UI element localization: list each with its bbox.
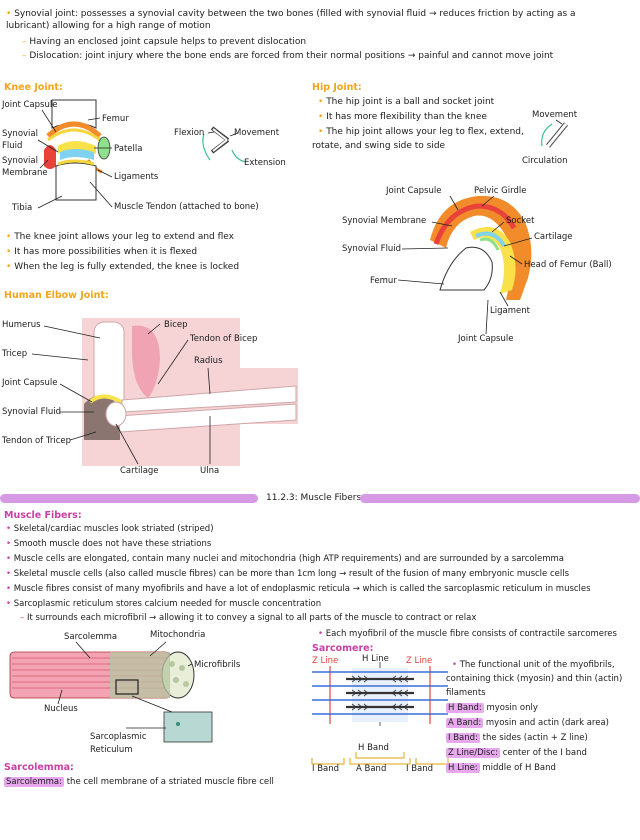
fiber-label-microfibrils: Microfibrils [194, 660, 241, 670]
elbow-label-tendon-tricep: Tendon of Tricep [2, 436, 72, 446]
knee-label-femur: Femur [102, 114, 129, 124]
hip-bullet-2: • It has more flexibility than the knee [318, 112, 487, 122]
fiber-label-sarcolemma: Sarcolemma [64, 632, 118, 642]
elbow-label-capsule: Joint Capsule [2, 378, 58, 388]
hip-bullet-3-cont: rotate, and swing side to side [312, 141, 446, 151]
section-banner-right [360, 494, 640, 503]
hip-label-ligament: Ligament [490, 306, 530, 316]
hip-heading: Hip Joint: [312, 82, 362, 93]
knee-movement-symbol [202, 126, 247, 163]
elbow-label-tricep: Tricep [2, 349, 28, 359]
sarcomere-desc-3: filaments [446, 688, 486, 698]
hip-bullet-1: • The hip joint is a ball and socket joi… [318, 97, 495, 107]
def-zline: Z Line/Disc: center of the I band [446, 748, 587, 758]
elbow-label-humerus: Humerus [2, 320, 41, 330]
hip-label-head: Head of Femur (Ball) [524, 260, 612, 270]
sarcolemma-definition: Sarcolemma: the cell membrane of a stria… [4, 777, 274, 787]
sarcomere-zline-left: Z Line [312, 656, 339, 666]
sarcomere-desc-2: containing thick (myosin) and thin (acti… [446, 674, 623, 684]
knee-bullet-3: • When the leg is fully extended, the kn… [6, 262, 240, 272]
knee-label-tendon: Muscle Tendon (attached to bone) [114, 202, 259, 212]
section-banner-left [0, 494, 258, 503]
extension-label: Extension [244, 158, 286, 168]
hip-circulation-label: Circulation [522, 156, 568, 166]
hip-movement-symbol [541, 119, 568, 148]
elbow-label-fluid: Synovial Fluid [2, 407, 62, 417]
knee-bullet-1: • The knee joint allows your leg to exte… [6, 232, 234, 242]
fibers-sub: – It surrounds each microfibril → allowi… [20, 613, 477, 623]
knee-label-fluid-1: Synovial [2, 129, 38, 139]
hip-label-socket: Socket [506, 216, 535, 226]
sarcomere-iband-left: I Band [312, 764, 340, 774]
elbow-label-radius: Radius [194, 356, 223, 366]
muscle-fiber-diagram [9, 641, 213, 743]
knee-bullet-2: • It has more possibilities when it is f… [6, 247, 198, 257]
def-hline: H Line: middle of H Band [446, 763, 556, 773]
fibers-bullet-6: • Sarcoplasmic reticulum stores calcium … [6, 599, 322, 609]
fibers-bullet-4: • Skeletal muscle cells (also called mus… [6, 569, 570, 579]
myofibril-note: • Each myofibril of the muscle fibre con… [318, 629, 617, 639]
knee-label-tibia: Tibia [12, 203, 33, 213]
hip-bullet-3: • The hip joint allows your leg to flex,… [318, 127, 524, 137]
synovial-sub-1: – Having an enclosed joint capsule helps… [22, 37, 307, 47]
elbow-diagram [31, 318, 298, 466]
hip-diagram [397, 195, 533, 335]
sarcomere-heading: Sarcomere: [312, 643, 374, 654]
synovial-line-1: • Synovial joint: possesses a synovial c… [6, 9, 576, 19]
hip-label-membrane: Synovial Membrane [342, 216, 427, 226]
sarcomere-aband: A Band [356, 764, 387, 774]
sarcolemma-heading: Sarcolemma: [4, 762, 74, 773]
section-title: 11.2.3: Muscle Fibers [266, 493, 362, 503]
knee-label-membrane-1: Synovial [2, 156, 38, 166]
fibers-bullet-3: • Muscle cells are elongated, contain ma… [6, 554, 564, 564]
synovial-sub-2: – Dislocation: joint injury where the bo… [22, 51, 554, 61]
def-aband: A Band: myosin and actin (dark area) [446, 718, 609, 728]
fiber-label-nucleus: Nucleus [44, 704, 78, 714]
sarcomere-desc-1: • The functional unit of the myofibrils, [452, 660, 615, 670]
sarcomere-hline: H Line [362, 654, 389, 664]
knee-label-fluid-2: Fluid [2, 141, 23, 151]
hip-label-femur: Femur [370, 276, 397, 286]
fibers-heading: Muscle Fibers: [4, 510, 82, 521]
def-hband: H Band: myosin only [446, 703, 538, 713]
knee-label-ligaments: Ligaments [114, 172, 159, 182]
knee-label-capsule: Joint Capsule [2, 100, 58, 110]
fibers-bullet-5: • Muscle fibres consist of many myofibri… [6, 584, 591, 594]
synovial-line-2: lubricant) allowing for a high range of … [6, 21, 211, 31]
fibers-bullet-1: • Skeletal/cardiac muscles look striated… [6, 524, 214, 534]
sarcomere-diagram [311, 662, 449, 765]
fiber-label-mitochondria: Mitochondria [150, 630, 206, 640]
knee-diagram [37, 99, 113, 209]
sarcomere-zline-right: Z Line [406, 656, 433, 666]
sarcomere-hband: H Band [358, 743, 389, 753]
def-iband: I Band: the sides (actin + Z line) [446, 733, 588, 743]
hip-label-girdle: Pelvic Girdle [474, 186, 527, 196]
hip-movement-label: Movement [532, 110, 578, 120]
fiber-label-sr-2: Reticulum [90, 745, 133, 755]
sarcomere-iband-right: I Band [406, 764, 434, 774]
hip-label-cartilage: Cartilage [534, 232, 573, 242]
fibers-bullet-2: • Smooth muscle does not have these stri… [6, 539, 212, 549]
elbow-label-ulna: Ulna [200, 466, 220, 476]
fiber-label-sr-1: Sarcoplasmic [90, 732, 147, 742]
hip-label-fluid: Synovial Fluid [342, 244, 402, 254]
flexion-label: Flexion [174, 128, 205, 138]
elbow-label-cartilage: Cartilage [120, 466, 159, 476]
knee-label-membrane-2: Membrane [2, 168, 48, 178]
hip-label-capsule: Joint Capsule [386, 186, 442, 196]
knee-label-patella: Patella [114, 144, 143, 154]
elbow-heading: Human Elbow Joint: [4, 290, 109, 301]
movement-label: Movement [234, 128, 280, 138]
hip-label-capsule-2: Joint Capsule [458, 334, 514, 344]
elbow-label-tendon-bicep: Tendon of Bicep [190, 334, 258, 344]
elbow-label-bicep: Bicep [164, 320, 188, 330]
knee-heading: Knee Joint: [4, 82, 63, 93]
